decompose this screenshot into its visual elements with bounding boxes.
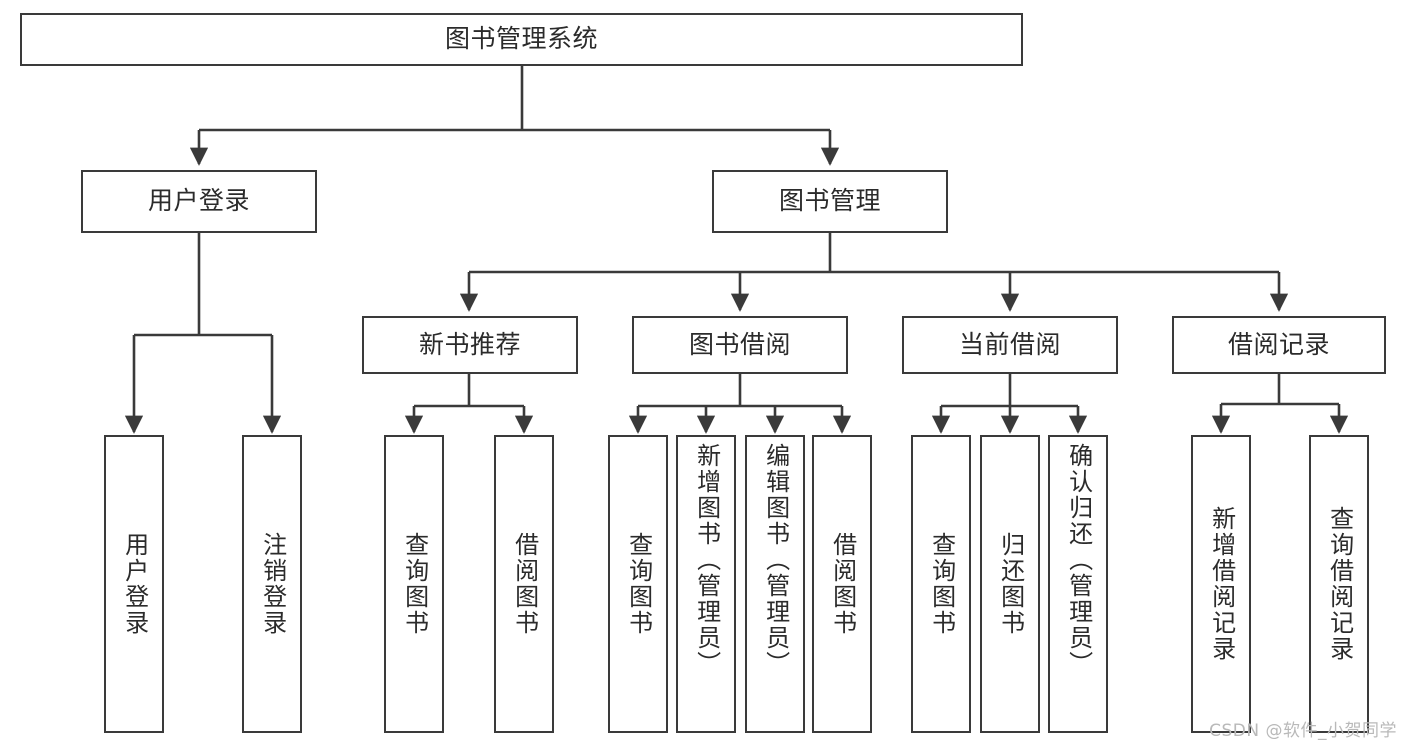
node-leaf-add-borrow-record[interactable]: 新增借阅记录 bbox=[1191, 435, 1251, 733]
node-label: 图书管理系统 bbox=[444, 24, 598, 54]
node-label: 当前借阅 bbox=[958, 329, 1061, 359]
node-new-book-recommend[interactable]: 新书推荐 bbox=[362, 316, 578, 374]
node-label: 新增借阅记录 bbox=[1207, 506, 1236, 662]
node-label: 查询图书 bbox=[400, 532, 429, 636]
node-leaf-borrow-book-recommend[interactable]: 借阅图书 bbox=[494, 435, 554, 733]
node-label: 借阅记录 bbox=[1227, 329, 1330, 359]
node-leaf-query-book-recommend[interactable]: 查询图书 bbox=[384, 435, 444, 733]
node-leaf-query-book-borrow[interactable]: 查询图书 bbox=[608, 435, 668, 733]
node-leaf-add-book-admin[interactable]: 新增图书（管理员） bbox=[676, 435, 736, 733]
node-leaf-return-book[interactable]: 归还图书 bbox=[980, 435, 1040, 733]
node-label: 注销登录 bbox=[258, 532, 287, 636]
node-label: 编辑图书（管理员） bbox=[761, 443, 790, 677]
node-label: 查询借阅记录 bbox=[1325, 506, 1354, 662]
watermark-text: CSDN @软件_小贺同学 bbox=[1209, 721, 1397, 741]
node-book-management[interactable]: 图书管理 bbox=[712, 170, 948, 233]
node-label: 用户登录 bbox=[147, 186, 250, 216]
node-root-book-management-system[interactable]: 图书管理系统 bbox=[20, 13, 1023, 66]
node-user-login[interactable]: 用户登录 bbox=[81, 170, 317, 233]
node-label: 借阅图书 bbox=[510, 532, 539, 636]
node-leaf-logout[interactable]: 注销登录 bbox=[242, 435, 302, 733]
node-label: 查询图书 bbox=[624, 532, 653, 636]
node-label: 借阅图书 bbox=[828, 532, 857, 636]
node-current-borrow[interactable]: 当前借阅 bbox=[902, 316, 1118, 374]
node-borrow-record[interactable]: 借阅记录 bbox=[1172, 316, 1386, 374]
node-label: 新增图书（管理员） bbox=[692, 443, 721, 677]
node-label: 图书管理 bbox=[778, 186, 881, 216]
node-label: 查询图书 bbox=[927, 532, 956, 636]
node-label: 用户登录 bbox=[120, 532, 149, 636]
node-label: 图书借阅 bbox=[688, 329, 791, 359]
node-leaf-user-login[interactable]: 用户登录 bbox=[104, 435, 164, 733]
node-label: 确认归还（管理员） bbox=[1064, 443, 1093, 677]
node-label: 归还图书 bbox=[996, 532, 1025, 636]
node-leaf-edit-book-admin[interactable]: 编辑图书（管理员） bbox=[745, 435, 805, 733]
node-leaf-query-borrow-record[interactable]: 查询借阅记录 bbox=[1309, 435, 1369, 733]
node-leaf-borrow-book[interactable]: 借阅图书 bbox=[812, 435, 872, 733]
node-leaf-confirm-return-admin[interactable]: 确认归还（管理员） bbox=[1048, 435, 1108, 733]
node-label: 新书推荐 bbox=[418, 329, 521, 359]
node-leaf-query-book-current[interactable]: 查询图书 bbox=[911, 435, 971, 733]
node-book-borrow[interactable]: 图书借阅 bbox=[632, 316, 848, 374]
